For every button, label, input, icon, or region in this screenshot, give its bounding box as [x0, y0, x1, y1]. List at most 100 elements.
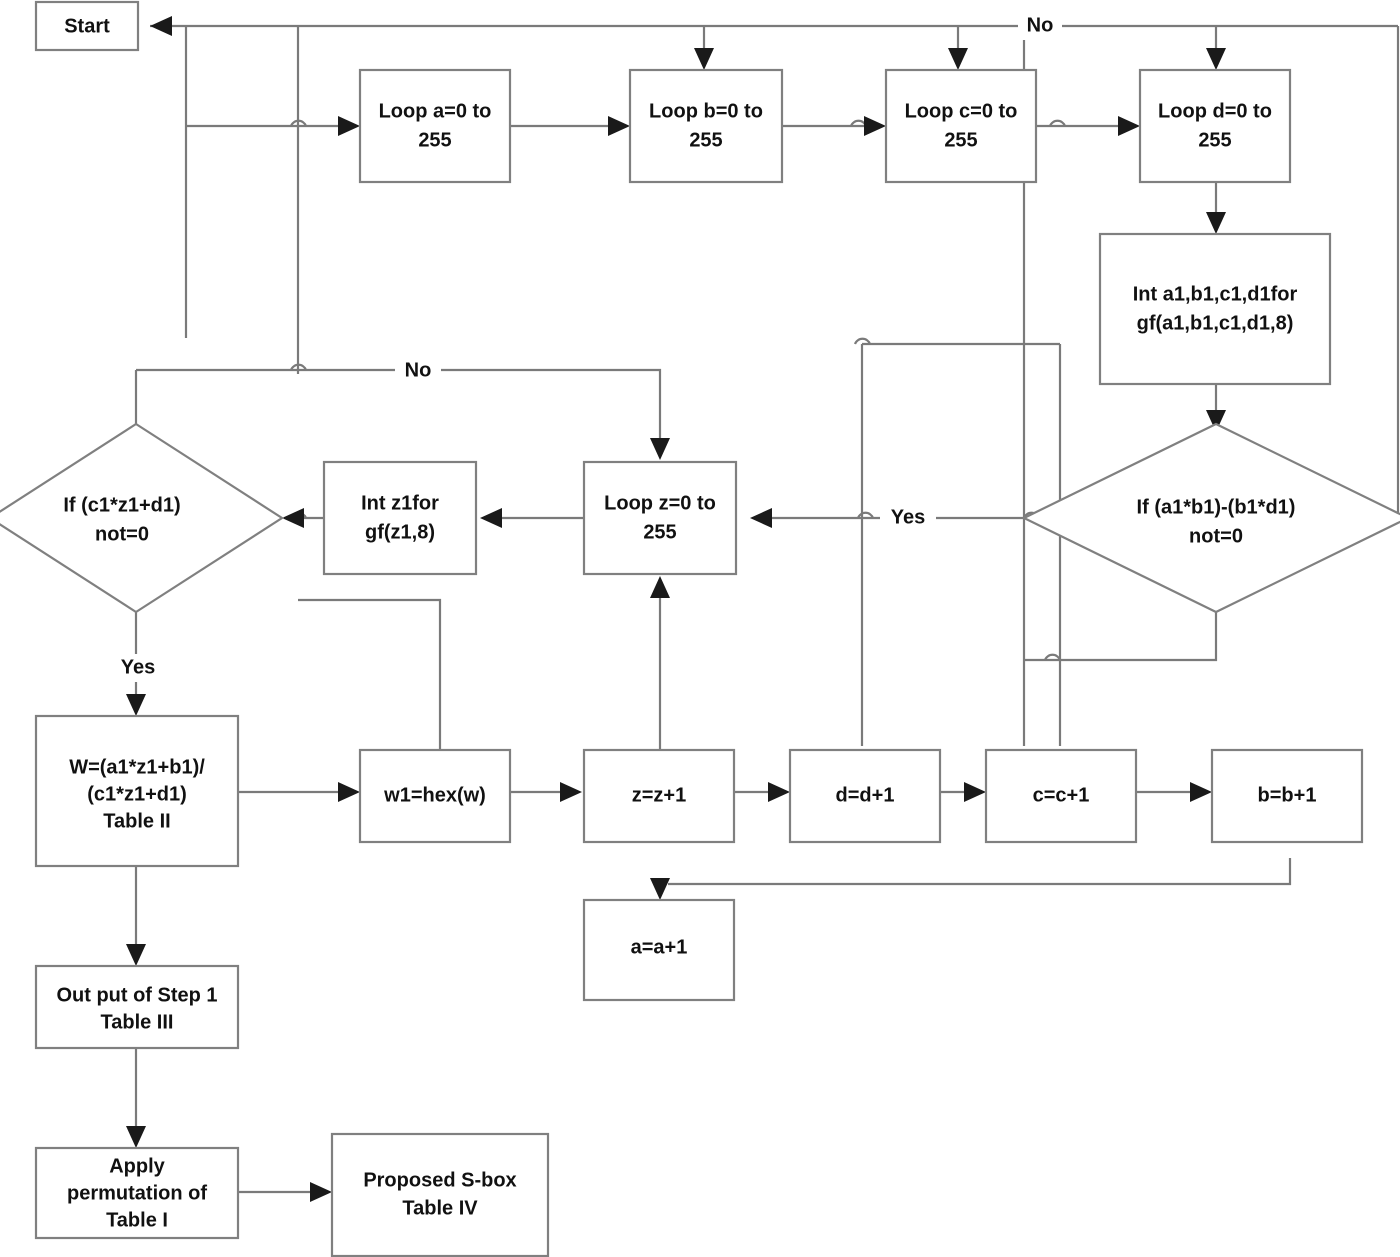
loop-c-label-1: Loop c=0 to [905, 100, 1018, 122]
int-z1-box[interactable] [322, 460, 478, 576]
node-loop-c[interactable]: Loop c=0 to 255 [884, 68, 1038, 184]
loop-z-label-2: 255 [643, 521, 676, 543]
w1-hex-box[interactable] [358, 748, 512, 844]
node-apply-perm[interactable]: Apply permutation of Table I [34, 1146, 240, 1240]
b-inc-label: b=b+1 [1258, 784, 1317, 806]
node-loop-b[interactable]: Loop b=0 to 255 [628, 68, 784, 184]
int-abcd-label-2: gf(a1,b1,c1,d1,8) [1137, 312, 1294, 334]
z-inc-box[interactable] [582, 748, 736, 844]
edge-label-no-top: No [1027, 14, 1054, 36]
edge-no-to-loopz [298, 368, 662, 452]
w-calc-box[interactable] [34, 714, 240, 868]
edge-labels: No No Yes Yes [110, 12, 1062, 682]
if-cz-d-label-1: If (c1*z1+d1) [63, 494, 180, 516]
apply-perm-label-3: Table I [106, 1209, 168, 1231]
hop-a-entry [289, 119, 308, 127]
loop-z-label-1: Loop z=0 to [604, 492, 716, 514]
node-loop-d[interactable]: Loop d=0 to 255 [1138, 68, 1292, 184]
if-cz-d-diamond[interactable] [0, 422, 285, 614]
w1-hex-label: w1=hex(w) [383, 784, 486, 806]
edge-binc-to-ainc [668, 858, 1292, 886]
arrow-to-apply-perm [126, 1126, 146, 1148]
sbox-label-2: Table IV [402, 1197, 478, 1219]
apply-perm-box[interactable] [34, 1146, 240, 1240]
node-start[interactable]: Start [34, 0, 140, 52]
sbox-box[interactable] [330, 1132, 550, 1257]
arrow-down-loop-d [1206, 48, 1226, 70]
arrow-to-binc [1190, 782, 1212, 802]
arrow-to-w1 [338, 782, 360, 802]
hop-c-to-d [1048, 119, 1067, 127]
sbox-label-1: Proposed S-box [363, 1169, 516, 1191]
loop-d-box[interactable] [1138, 68, 1292, 184]
arrow-down-loop-c [948, 48, 968, 70]
arrow-to-loop-c [864, 116, 886, 136]
arrowheads [126, 16, 1226, 1202]
arrow-to-cinc [964, 782, 986, 802]
no-top-bg [1018, 12, 1062, 40]
loop-a-box[interactable] [358, 68, 512, 184]
loop-c-box[interactable] [884, 68, 1038, 184]
a-inc-box[interactable] [582, 898, 736, 1002]
edge-label-yes-left: Yes [121, 656, 155, 678]
arrow-up-loop-z [650, 576, 670, 598]
node-d-inc[interactable]: d=d+1 [788, 748, 942, 844]
arrow-down-loop-b [694, 48, 714, 70]
arrow-to-output [126, 944, 146, 966]
int-z1-label-1: Int z1for [361, 492, 439, 514]
hop-no-370 [289, 363, 308, 371]
node-if-ab-bd[interactable]: If (a1*b1)-(b1*d1) not=0 [1021, 422, 1400, 614]
node-w1-hex[interactable]: w1=hex(w) [358, 748, 512, 844]
edge-intz1-tail-to-w1 [298, 598, 442, 750]
start-label: Start [64, 15, 110, 37]
arrow-to-loop-b [608, 116, 630, 136]
out-step1-box[interactable] [34, 964, 240, 1050]
node-c-inc[interactable]: c=c+1 [984, 748, 1138, 844]
w-calc-label-3: Table II [103, 810, 170, 832]
c-inc-box[interactable] [984, 748, 1138, 844]
node-w-calc[interactable]: W=(a1*z1+b1)/ (c1*z1+d1) Table II [34, 714, 240, 868]
loop-z-box[interactable] [582, 460, 738, 576]
loop-b-box[interactable] [628, 68, 784, 184]
apply-perm-label-2: permutation of [67, 1182, 207, 1204]
node-z-inc[interactable]: z=z+1 [582, 748, 736, 844]
node-sbox[interactable]: Proposed S-box Table IV [330, 1132, 550, 1257]
edge-diamond-bottom-loop [1024, 612, 1218, 662]
int-abcd-label-1: Int a1,b1,c1,d1for [1133, 283, 1298, 305]
node-int-z1[interactable]: Int z1for gf(z1,8) [322, 460, 478, 576]
if-ab-bd-label-2: not=0 [1189, 525, 1243, 547]
node-a-inc[interactable]: a=a+1 [582, 898, 736, 1002]
arrow-to-if-cz [282, 508, 304, 528]
start-box[interactable] [34, 0, 140, 52]
int-abcd-box[interactable] [1098, 232, 1332, 386]
if-ab-bd-diamond[interactable] [1021, 422, 1400, 614]
node-out-step1[interactable]: Out put of Step 1 Table III [34, 964, 240, 1050]
arrow-to-dinc [768, 782, 790, 802]
edge-label-yes-mid: Yes [891, 506, 925, 528]
out-step1-label-1: Out put of Step 1 [56, 984, 217, 1006]
b-inc-box[interactable] [1210, 748, 1364, 844]
node-if-cz-d[interactable]: If (c1*z1+d1) not=0 [0, 422, 285, 614]
w-calc-label-1: W=(a1*z1+b1)/ [69, 756, 205, 778]
node-loop-a[interactable]: Loop a=0 to 255 [358, 68, 512, 184]
node-int-abcd[interactable]: Int a1,b1,c1,d1for gf(a1,b1,c1,d1,8) [1098, 232, 1332, 386]
node-b-inc[interactable]: b=b+1 [1210, 748, 1364, 844]
d-inc-label: d=d+1 [836, 784, 895, 806]
arrow-to-zinc [560, 782, 582, 802]
node-loop-z[interactable]: Loop z=0 to 255 [582, 460, 738, 576]
loop-b-label-1: Loop b=0 to [649, 100, 763, 122]
hop-yes-3 [856, 511, 875, 519]
loop-d-label-2: 255 [1198, 129, 1231, 151]
arrow-down-loop-z [650, 438, 670, 460]
loop-c-label-2: 255 [944, 129, 977, 151]
arrow-to-sbox [310, 1182, 332, 1202]
w-calc-label-2: (c1*z1+d1) [87, 783, 187, 805]
connectors [134, 24, 1400, 1194]
no-left-bg [395, 357, 441, 385]
z-inc-label: z=z+1 [632, 784, 686, 806]
if-ab-bd-label-1: If (a1*b1)-(b1*d1) [1137, 496, 1296, 518]
int-z1-label-2: gf(z1,8) [365, 521, 435, 543]
d-inc-box[interactable] [788, 748, 942, 844]
